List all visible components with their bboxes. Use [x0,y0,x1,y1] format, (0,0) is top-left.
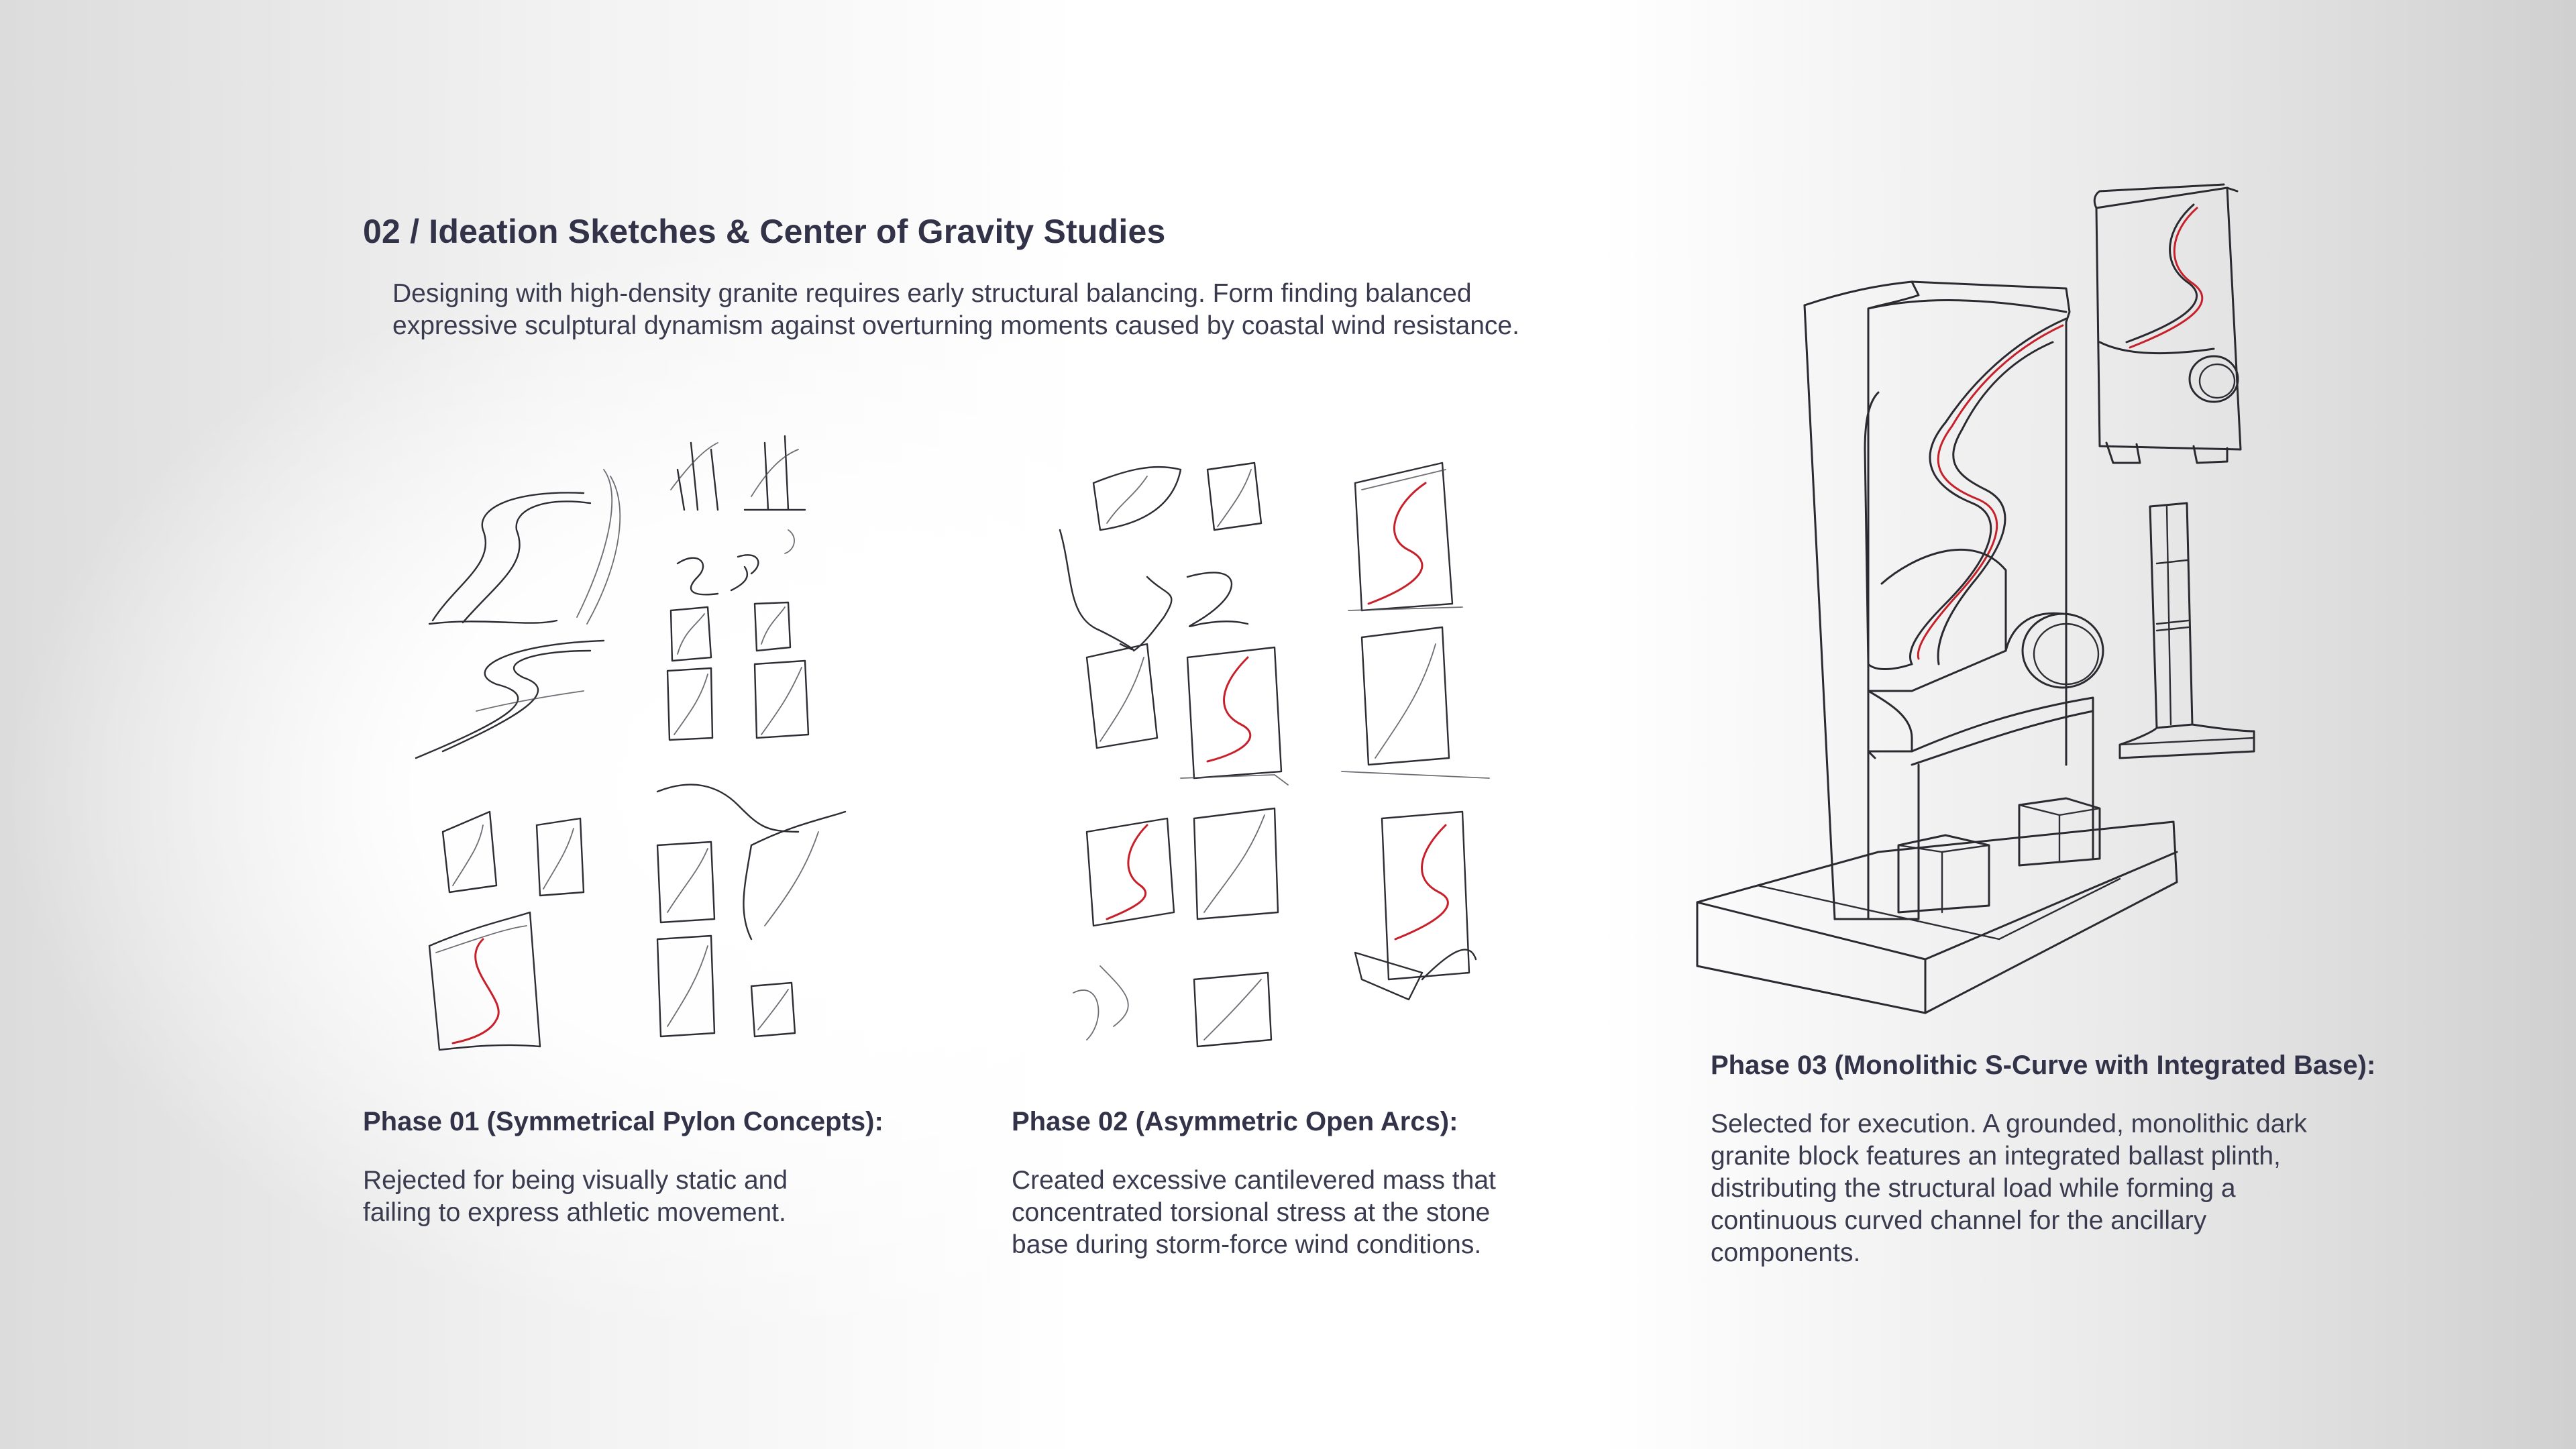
phase-01-description: Rejected for being visually static and f… [363,1166,788,1227]
phase-03-description: Selected for execution. A grounded, mono… [1711,1110,2307,1267]
phase-03-title: Phase 03 (Monolithic S-Curve with Integr… [1711,1051,2376,1080]
phase-03-monolith-render [1696,280,2178,1014]
phase-01-sketch-group [415,435,847,1051]
phase-03-detail-panel [2093,183,2242,464]
page-title: 02 / Ideation Sketches & Center of Gravi… [363,213,1166,250]
phase-02-description: Created excessive cantilevered mass that… [1012,1166,1496,1259]
phase-03-side-profile [2118,502,2255,759]
phase-02-sketch-group [1059,462,1490,1048]
intro-paragraph: Designing with high-density granite requ… [392,279,1519,340]
phase-02-title: Phase 02 (Asymmetric Open Arcs): [1012,1107,1458,1136]
phase-01-title: Phase 01 (Symmetrical Pylon Concepts): [363,1107,883,1136]
